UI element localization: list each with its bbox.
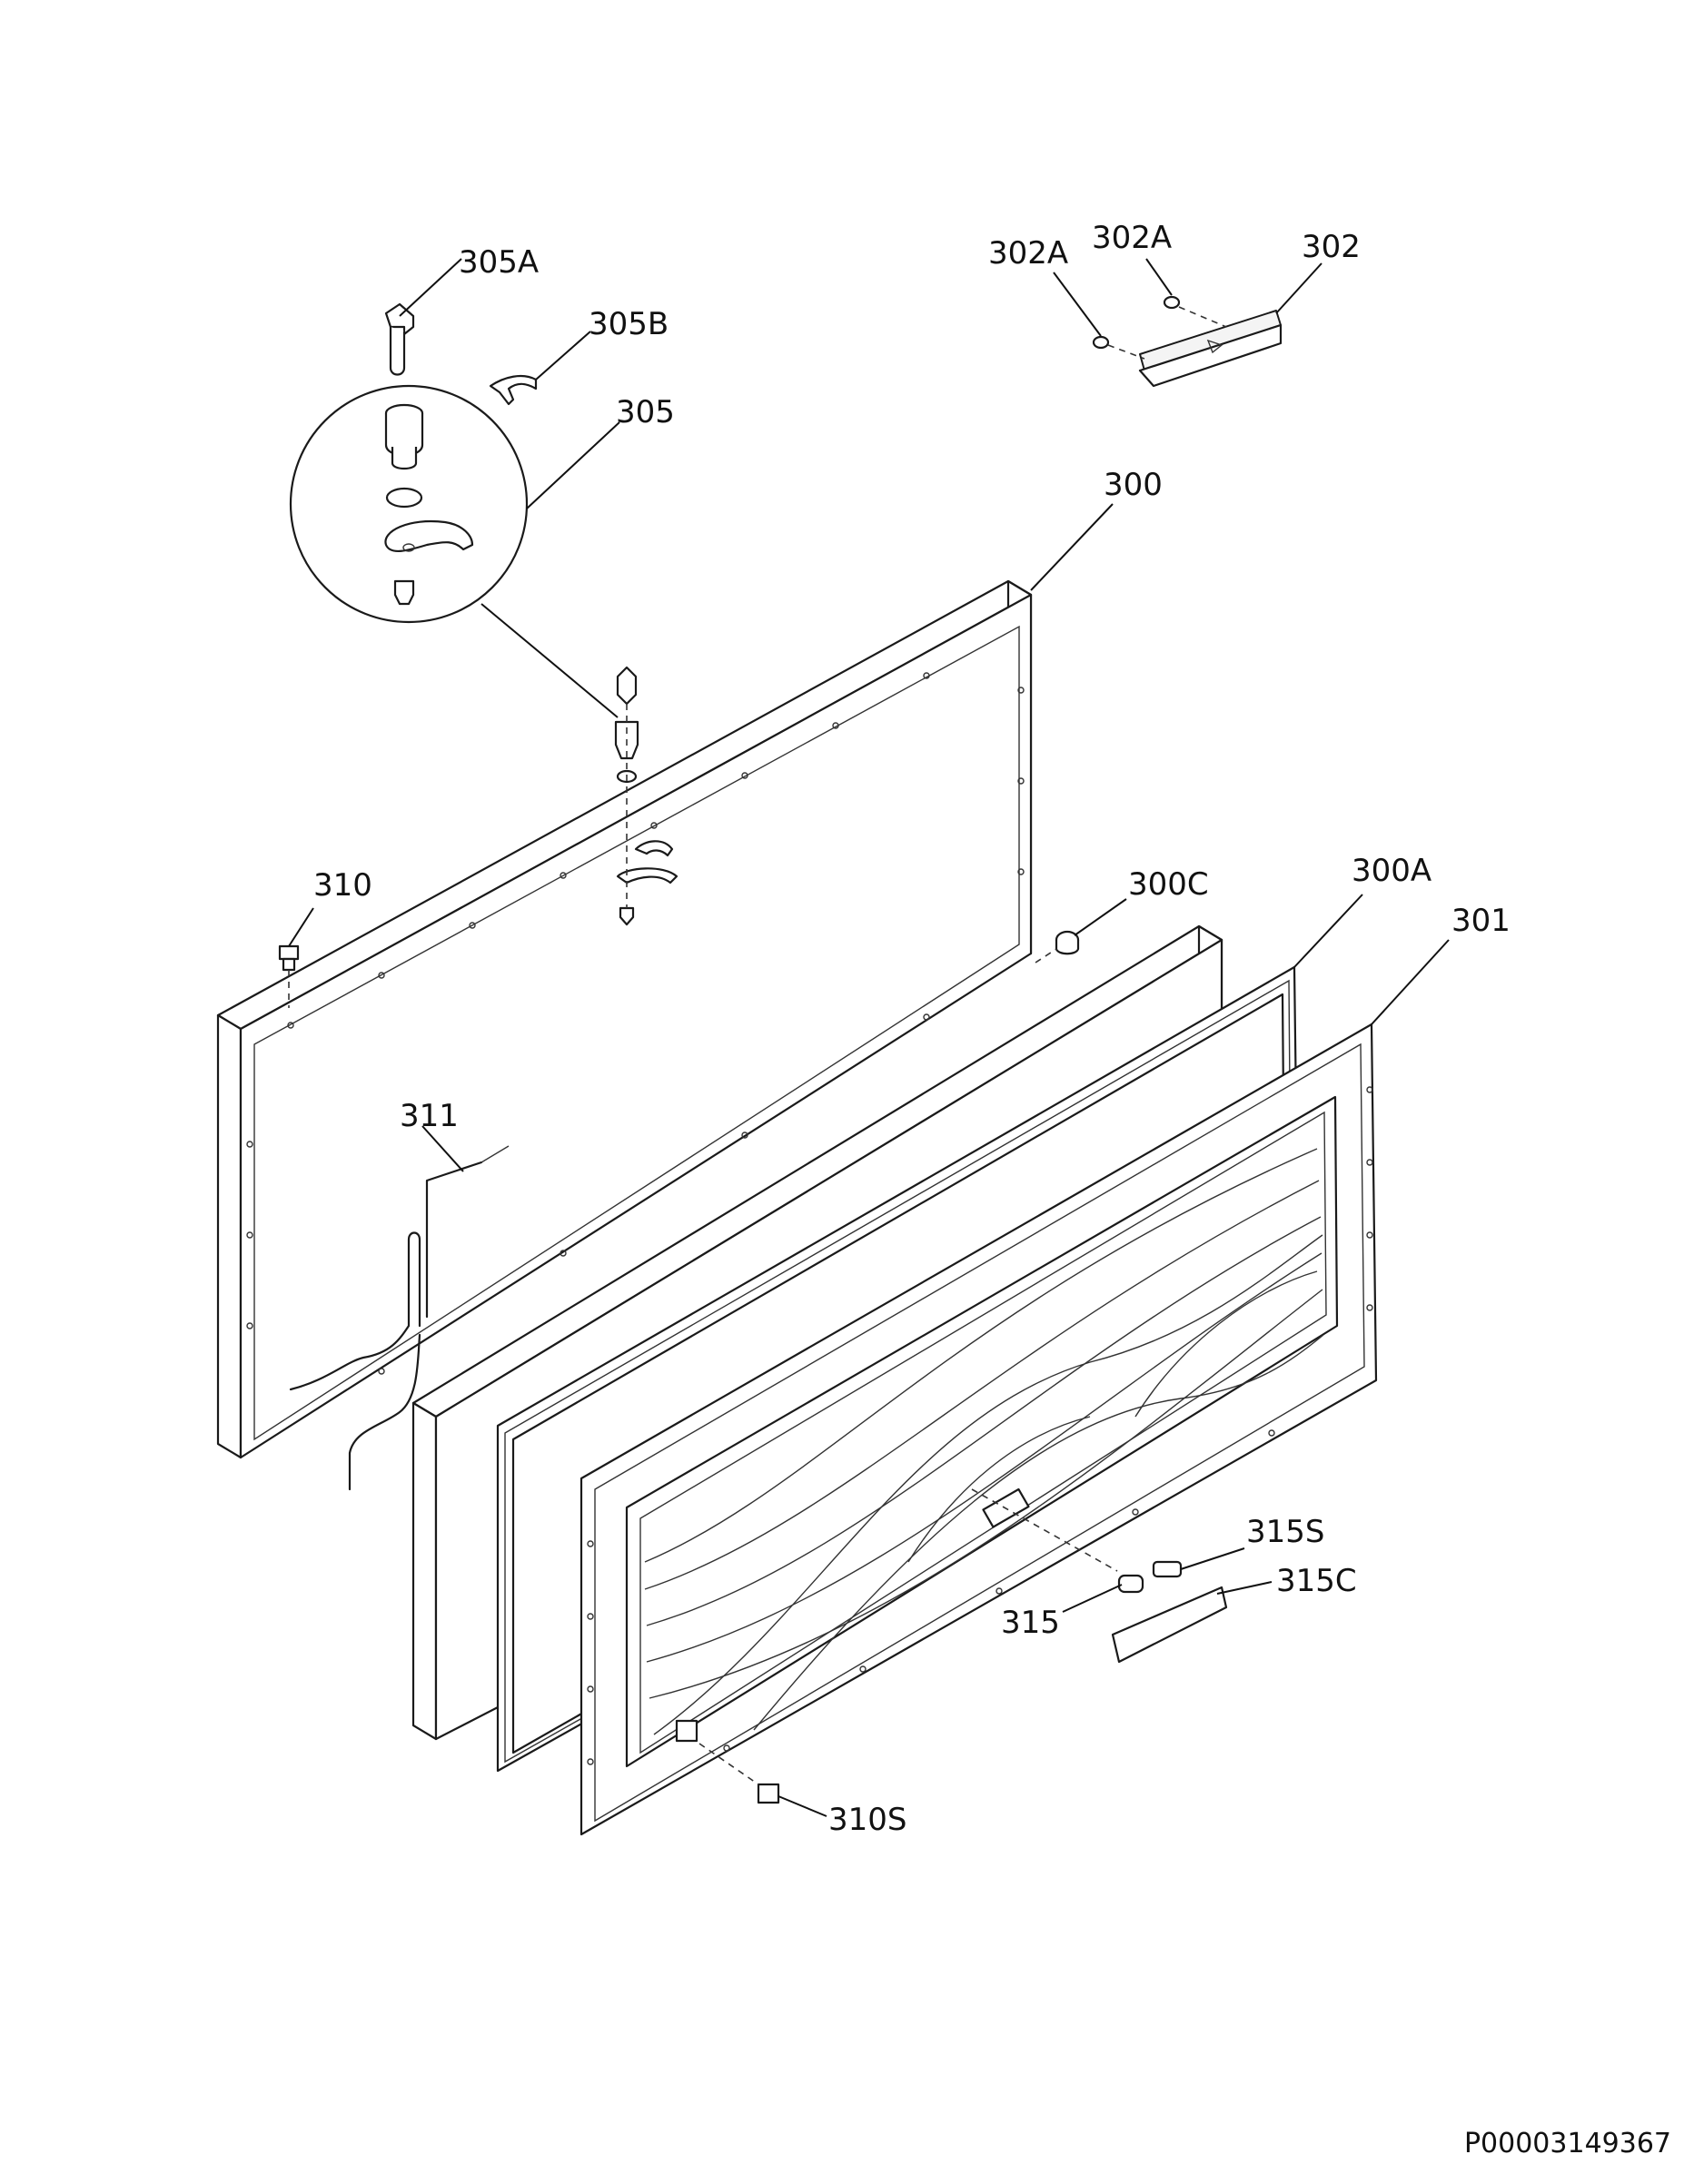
label-301: 301 (1451, 903, 1511, 939)
label-300A: 300A (1352, 853, 1431, 889)
part-302A-screws (1092, 295, 1227, 360)
part-305-lock-detail (289, 384, 619, 718)
callout-labels: 305A 305B 305 302A 302A 302 300 310 300C… (313, 220, 1511, 1838)
label-311: 311 (400, 1098, 459, 1134)
part-305B-clip (489, 374, 538, 406)
label-300: 300 (1104, 467, 1163, 503)
label-300C: 300C (1128, 866, 1209, 903)
part-311-wire (289, 1145, 510, 1491)
part-310S-switch (698, 1743, 780, 1804)
liner-wave-pattern (644, 1148, 1324, 1735)
label-315S: 315S (1246, 1514, 1324, 1550)
label-302: 302 (1302, 229, 1361, 265)
reference-code: P00003149367 (1464, 2128, 1671, 2159)
label-305B: 305B (589, 306, 669, 342)
lid-rivet-holes (246, 672, 1025, 1375)
part-300C-bumper (1035, 930, 1080, 964)
part-315-lamp-assembly (971, 1488, 1228, 1664)
part-300-outer-lid (216, 579, 1033, 1459)
label-315C: 315C (1276, 1563, 1357, 1599)
label-310: 310 (313, 867, 372, 904)
part-305-lock-assembled (614, 666, 679, 926)
label-315: 315 (1001, 1605, 1060, 1641)
part-301-inner-liner (579, 1023, 1378, 1836)
label-310S: 310S (828, 1802, 906, 1838)
leader-lines (288, 258, 1450, 1817)
label-302A-left: 302A (988, 235, 1068, 272)
label-305: 305 (616, 394, 675, 430)
part-302-handle (1138, 310, 1283, 388)
liner-edge-holes (587, 1086, 1373, 1765)
label-302A-right: 302A (1092, 220, 1172, 256)
part-305A-key (384, 302, 415, 376)
label-305A: 305A (459, 244, 539, 281)
